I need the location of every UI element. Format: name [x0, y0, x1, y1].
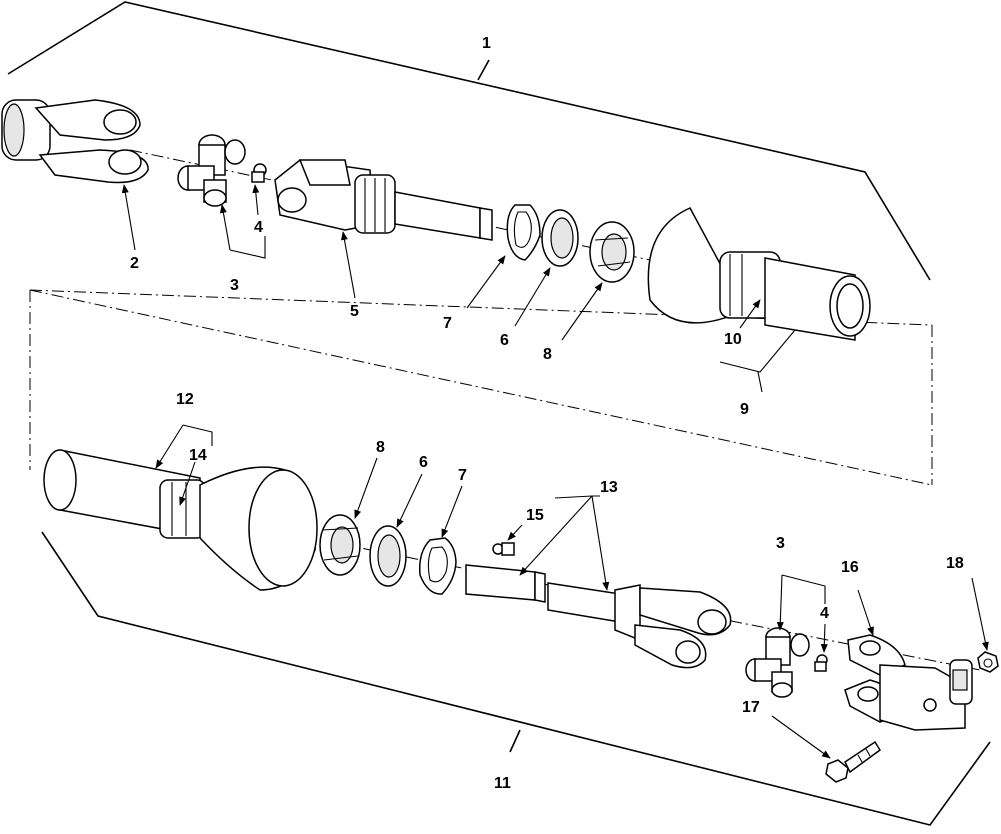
grease-fitting-item-15 — [492, 542, 515, 556]
cross-bearing-item-3-upper — [177, 134, 246, 207]
bearing-item-8-upper — [589, 221, 635, 283]
callout-8: 8 — [543, 346, 552, 363]
upper-assembly-bracket — [7, 1, 931, 281]
callout-1: 1 — [482, 35, 491, 52]
callout-13: 13 — [600, 479, 618, 496]
outer-guard-tube-item-12 — [43, 449, 318, 591]
callout-3: 3 — [230, 277, 239, 294]
callout-9: 9 — [740, 401, 749, 418]
outer-guard-tube-item-9 — [647, 207, 871, 341]
inner-yoke-shaft-item-5 — [274, 159, 493, 241]
bearing-ring-item-6-lower — [369, 525, 407, 587]
bolt-item-17 — [825, 740, 882, 783]
callout-6: 6 — [500, 332, 509, 349]
grease-fitting-item-4-lower — [814, 654, 828, 672]
callout-18: 18 — [946, 555, 964, 572]
inner-yoke-lower — [614, 584, 732, 669]
retaining-clip-item-7-lower — [418, 537, 457, 595]
callout-16: 16 — [841, 559, 859, 576]
inner-shaft-item-13 — [465, 564, 621, 623]
callout-17: 17 — [742, 699, 760, 716]
quick-disconnect-yoke-item-16 — [844, 634, 973, 731]
callout-4: 4 — [254, 219, 263, 236]
lower-assembly-bracket — [41, 531, 991, 826]
callout-11: 11 — [494, 775, 511, 792]
retaining-clip-item-7-upper — [506, 204, 541, 261]
bearing-item-8-lower — [319, 514, 361, 576]
callout-4: 4 — [820, 605, 829, 622]
leader-lines — [121, 184, 989, 759]
nut-item-18 — [977, 651, 999, 673]
callout-2: 2 — [130, 255, 139, 272]
bearing-ring-item-6-upper — [541, 209, 579, 267]
callout-7: 7 — [443, 315, 452, 332]
callout-14: 14 — [189, 447, 207, 464]
callout-12: 12 — [176, 391, 194, 408]
callout-7: 7 — [458, 467, 467, 484]
grease-fitting-item-4-upper — [251, 163, 267, 183]
callout-10: 10 — [724, 331, 742, 348]
callout-6: 6 — [419, 454, 428, 471]
callout-5: 5 — [350, 303, 359, 320]
yoke-item-2 — [1, 99, 149, 184]
callout-15: 15 — [526, 507, 544, 524]
cross-bearing-item-3-lower — [745, 627, 810, 698]
callout-8: 8 — [376, 439, 385, 456]
callout-3: 3 — [776, 535, 785, 552]
